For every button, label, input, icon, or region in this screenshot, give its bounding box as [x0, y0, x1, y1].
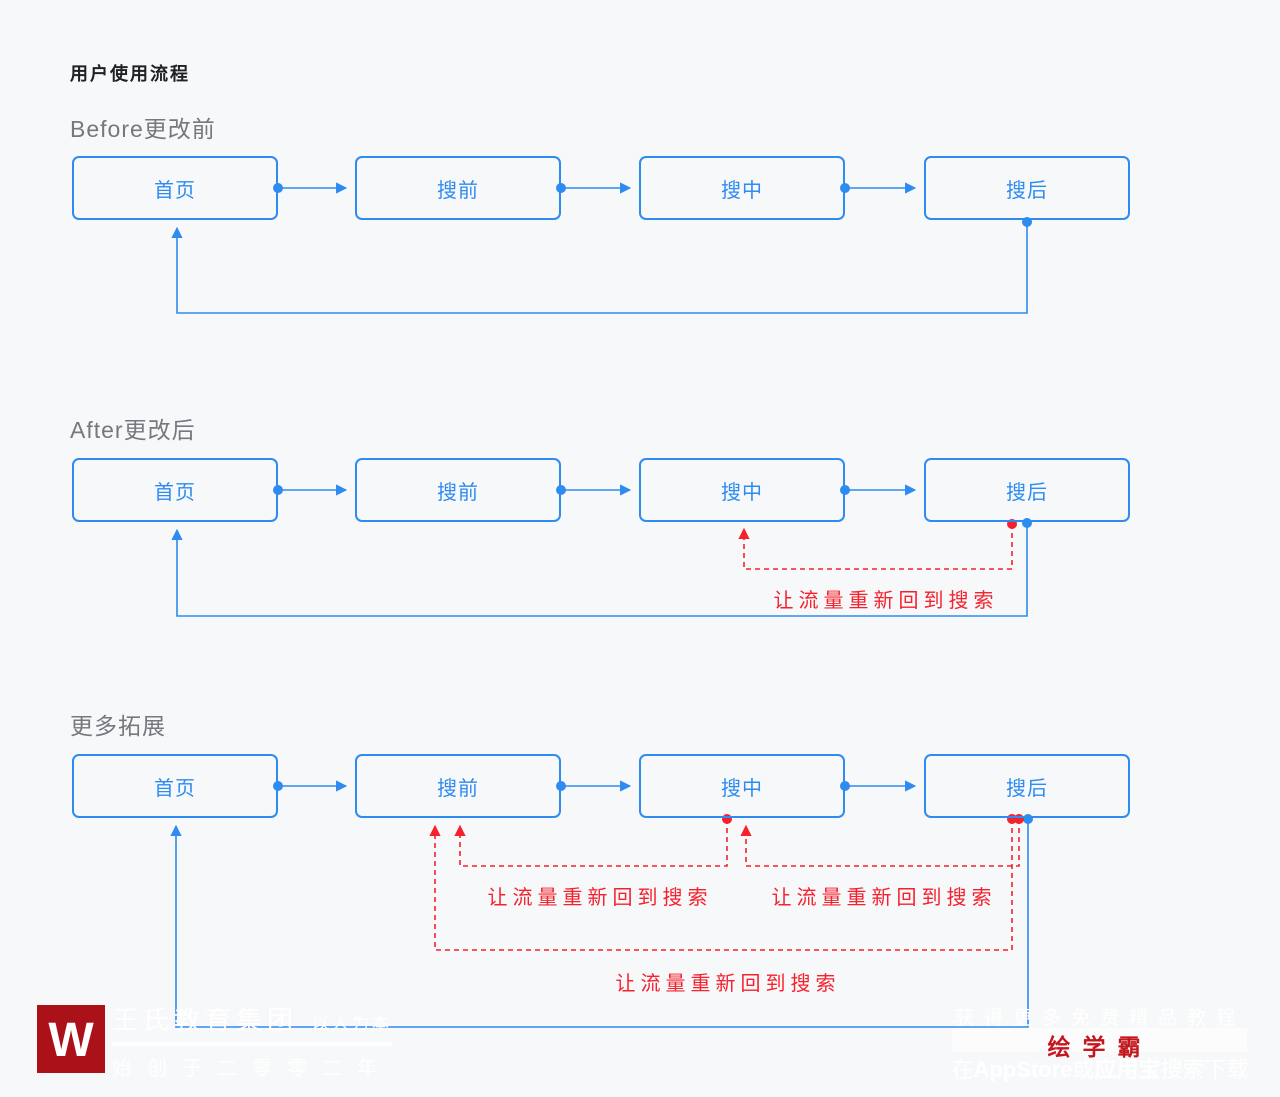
return-souhou-to-souzhong — [740, 819, 1020, 867]
more-flow-dots — [273, 781, 1033, 824]
more-loop-arrow — [170, 819, 1029, 1028]
watermark-since: 始创于二零零二年 — [112, 1058, 392, 1080]
after-return-path — [738, 519, 1017, 570]
download-line-prefix: 在 — [951, 1057, 974, 1082]
download-line-suffix: 搜索下载 — [1160, 1057, 1249, 1082]
section-heading-before: Before更改前 — [70, 116, 216, 142]
node-more-presearch: 搜前 — [355, 754, 561, 818]
node-after-midsearch: 搜中 — [639, 458, 845, 522]
return-souzhong-to-souqian — [454, 819, 728, 867]
wangshi-logo-icon: W — [37, 1005, 105, 1073]
page-title: 用户使用流程 — [70, 64, 190, 84]
before-loop-arrow — [171, 221, 1028, 314]
node-more-postsearch: 搜后 — [924, 754, 1130, 818]
download-line-appstore: AppStore — [973, 1057, 1073, 1082]
node-more-home: 首页 — [72, 754, 278, 818]
watermark-company-name: 王氏教育集团 — [112, 1005, 299, 1035]
annotation-more-return-left: 让流量重新回到搜索 — [487, 887, 713, 909]
annotation-more-return-right: 让流量重新回到搜索 — [771, 887, 997, 909]
node-before-presearch: 搜前 — [355, 156, 561, 220]
after-flow-arrows — [171, 484, 1028, 617]
node-before-midsearch: 搜中 — [639, 156, 845, 220]
node-before-home: 首页 — [72, 156, 278, 220]
download-line-or: 或 — [1072, 1057, 1095, 1082]
section-heading-more: 更多拓展 — [70, 713, 166, 739]
watermark-download-line: 在AppStore或应用宝搜索下载 — [950, 1052, 1250, 1084]
watermark-divider — [112, 1042, 392, 1046]
watermark-company: 王氏教育集团以人为本 — [112, 1000, 392, 1037]
node-after-postsearch: 搜后 — [924, 458, 1130, 522]
node-more-midsearch: 搜中 — [639, 754, 845, 818]
return-souhou-to-souqian — [429, 819, 1013, 951]
after-loop-arrow — [171, 523, 1028, 617]
svg-text:W: W — [48, 1014, 94, 1067]
watermark-promo-line: 获得更多免费精品教程 — [954, 1008, 1245, 1029]
node-after-presearch: 搜前 — [355, 458, 561, 522]
section-heading-after: After更改后 — [70, 417, 196, 443]
annotation-after-return: 让流量重新回到搜索 — [773, 590, 999, 612]
before-flow-arrows — [171, 182, 1028, 314]
annotation-more-return-bottom: 让流量重新回到搜索 — [615, 973, 841, 995]
node-after-home: 首页 — [72, 458, 278, 522]
watermark-brand-band — [952, 1028, 1247, 1052]
more-flow-arrows — [170, 780, 1029, 1028]
watermark-company-slogan: 以人为本 — [312, 1014, 393, 1033]
node-before-postsearch: 搜后 — [924, 156, 1130, 220]
watermark-brand-name: 绘学霸 — [1047, 1034, 1153, 1060]
download-line-yingyongbao: 应用宝 — [1094, 1057, 1161, 1082]
